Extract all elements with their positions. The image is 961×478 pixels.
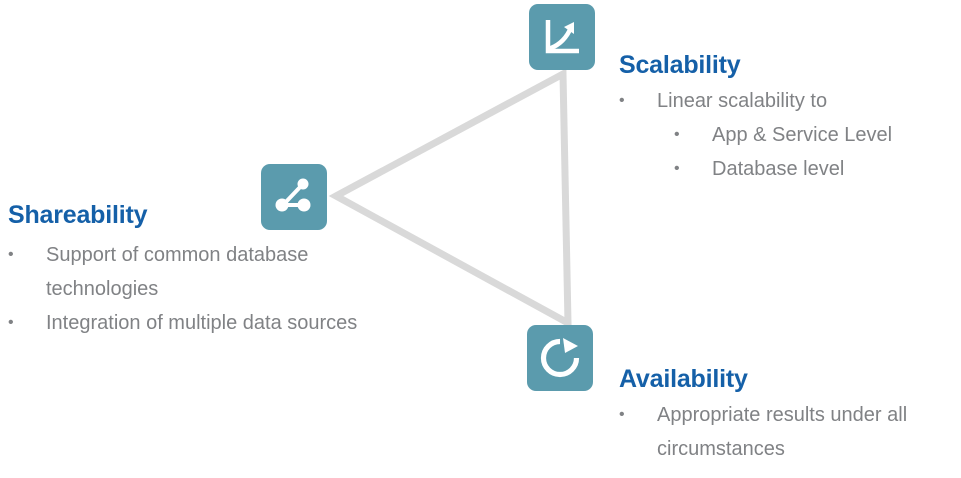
list-item-label: Linear scalability to [657, 90, 828, 112]
list-item: • Database level [619, 152, 961, 186]
list-item-label: Database level [712, 158, 845, 180]
bullet-glyph: • [619, 92, 625, 109]
bullet-glyph: • [8, 246, 14, 263]
list-item-label: Support of common database technologies [46, 244, 309, 300]
bullet-glyph: • [619, 406, 625, 423]
list-item: • Linear scalability to [619, 84, 961, 118]
growth-chart-icon [529, 4, 595, 70]
page-title-scalability: Scalability [619, 51, 741, 79]
bullet-glyph: • [674, 160, 680, 177]
list-item-label: Integration of multiple data sources [46, 312, 358, 334]
refresh-circular-arrow-icon [527, 325, 593, 391]
shareability-bullet-list: • Support of common database technologie… [8, 238, 388, 340]
list-item-label: Appropriate results under all circumstan… [657, 404, 908, 460]
list-item: • Support of common database technologie… [8, 238, 388, 306]
share-network-icon [261, 164, 327, 230]
bullet-glyph: • [8, 314, 14, 331]
page-title-shareability: Shareability [8, 201, 148, 229]
shareability-text-block: Shareability • Support of common databas… [8, 200, 388, 340]
list-item: • App & Service Level [619, 118, 961, 152]
list-item: • Appropriate results under all circumst… [619, 398, 961, 466]
page-title-availability: Availability [619, 365, 748, 393]
availability-bullet-list: • Appropriate results under all circumst… [619, 398, 961, 466]
scalability-text-block: Scalability • Linear scalability to • Ap… [619, 50, 961, 186]
list-item: • Integration of multiple data sources [8, 306, 388, 340]
bullet-glyph: • [674, 126, 680, 143]
list-item-label: App & Service Level [712, 124, 893, 146]
availability-text-block: Availability • Appropriate results under… [619, 364, 961, 466]
scalability-bullet-list: • Linear scalability to • App & Service … [619, 84, 961, 186]
